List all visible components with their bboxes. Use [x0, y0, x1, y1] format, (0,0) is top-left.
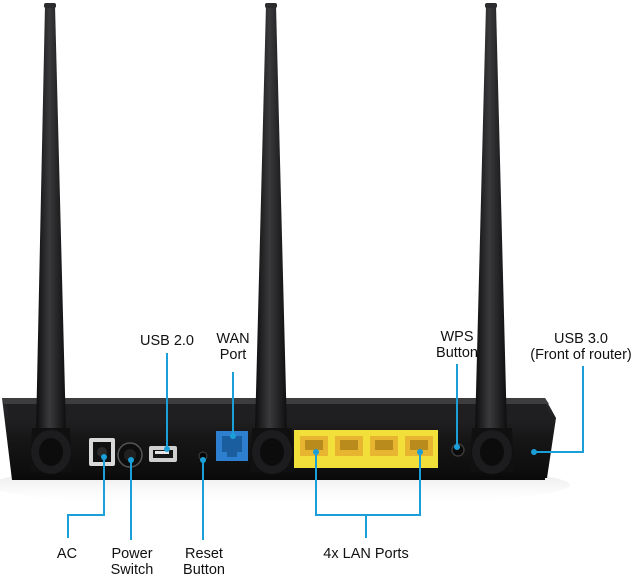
label-ac-text: AC [56, 546, 78, 562]
callout-dots [101, 433, 537, 463]
ac-power-jack [89, 438, 115, 466]
label-ac: AC [50, 546, 84, 562]
antenna-center [250, 3, 294, 474]
antenna-left [30, 3, 72, 474]
label-usb3-line1: USB 3.0 [554, 331, 608, 347]
label-usb3-line2: (Front of router) [530, 347, 632, 363]
label-lan-ports: 4x LAN Ports [310, 546, 422, 562]
label-wan-port: WAN Port [208, 331, 258, 363]
label-usb2: USB 2.0 [138, 333, 196, 349]
lan-port-panel [294, 430, 438, 468]
label-power-line1: Power [111, 546, 153, 562]
callout-usb3 [534, 366, 584, 453]
callout-lines [67, 353, 584, 540]
label-power-line2: Switch [110, 562, 154, 578]
label-wps-line1: WPS [440, 329, 474, 345]
antenna-right [470, 3, 514, 474]
label-usb2-text: USB 2.0 [140, 333, 194, 349]
label-lan-text: 4x LAN Ports [323, 546, 409, 562]
label-wan-line2: Port [219, 347, 247, 363]
usb2-port [149, 446, 177, 462]
callout-ac [67, 457, 105, 538]
label-usb3: USB 3.0 (Front of router) [522, 331, 640, 363]
label-reset-line2: Button [183, 562, 225, 578]
label-wps-line2: Button [436, 345, 478, 361]
callout-lan [315, 452, 421, 538]
label-wan-line1: WAN [216, 331, 250, 347]
label-reset-line1: Reset [185, 546, 223, 562]
label-wps-button: WPS Button [422, 329, 492, 361]
label-power-switch: Power Switch [102, 546, 162, 578]
label-reset-button: Reset Button [174, 546, 234, 578]
power-switch [117, 442, 143, 468]
